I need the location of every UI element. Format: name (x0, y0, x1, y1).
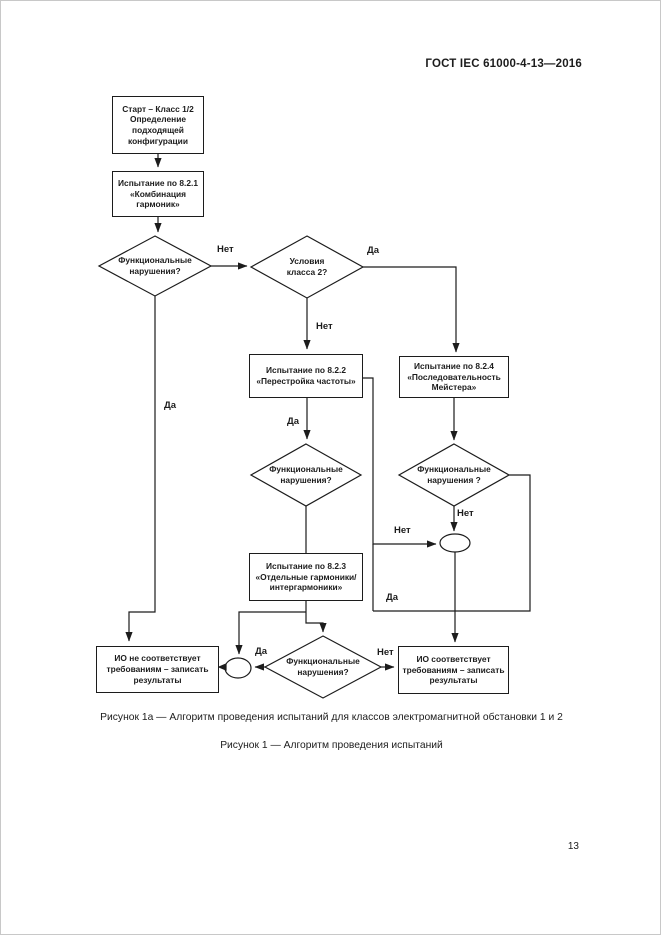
edge-label-yes-1: Да (367, 245, 380, 256)
decision-functional-2-label: Функциональные нарушения? (269, 464, 343, 485)
edge-label-yes-4: Да (386, 592, 399, 603)
connector-ellipse-1 (439, 533, 471, 553)
edge-822-no (363, 377, 437, 548)
node-start: Старт – Класс 1/2 Определение подходящей… (112, 96, 204, 154)
edge-label-yes-5: Да (255, 646, 268, 657)
page-number: 13 (567, 841, 579, 852)
node-test-8-2-2: Испытание по 8.2.2 «Перестройка частоты» (249, 354, 363, 398)
edge-label-yes-3: Да (287, 416, 300, 427)
node-test-8-2-1: Испытание по 8.2.1 «Комбинация гармоник» (112, 171, 204, 217)
node-test-8-2-4: Испытание по 8.2.4 «Последовательность М… (399, 356, 509, 398)
edge-connector2-to-fail (217, 663, 227, 671)
edge-label-no-4: Нет (457, 508, 474, 519)
connector-ellipse-2 (224, 657, 252, 679)
edge-class2-yes (363, 266, 460, 353)
decision-functional-2 (249, 443, 363, 507)
edge-label-yes-2: Да (164, 400, 177, 411)
edge-823-to-connector (235, 611, 306, 655)
decision-functional-1 (97, 235, 213, 297)
node-fail-record: ИО не соответствует требованиям – записа… (96, 646, 219, 693)
page-header: ГОСТ IEC 61000-4-13—2016 (425, 58, 582, 70)
edge-label-no-3: Нет (394, 525, 411, 536)
decision-functional-3 (397, 443, 511, 507)
node-test-8-2-3: Испытание по 8.2.3 «Отдельные гармоники/… (249, 553, 363, 601)
decision-functional-3-label: Функциональные нарушения ? (417, 464, 491, 485)
decision-class-2 (249, 235, 365, 299)
edge-func-a-yes (125, 296, 156, 642)
edge-func-c-yes (373, 474, 531, 612)
decision-functional-1-label: Функциональные нарушения? (118, 255, 192, 276)
node-pass-record: ИО соответствует требованиям – записать … (398, 646, 509, 694)
decision-functional-4 (263, 635, 383, 699)
decision-class-2-label: Условия класса 2? (286, 256, 328, 277)
edge-823-to-func-d (305, 601, 327, 633)
edge-label-no-1: Нет (217, 244, 234, 255)
decision-functional-4-label: Функциональные нарушения? (286, 656, 360, 677)
edge-label-no-5: Нет (377, 647, 394, 658)
edge-label-no-2: Нет (316, 321, 333, 332)
figure-caption-1a: Рисунок 1а — Алгоритм проведения испытан… (100, 712, 563, 723)
figure-caption-1: Рисунок 1 — Алгоритм проведения испытани… (220, 740, 443, 751)
